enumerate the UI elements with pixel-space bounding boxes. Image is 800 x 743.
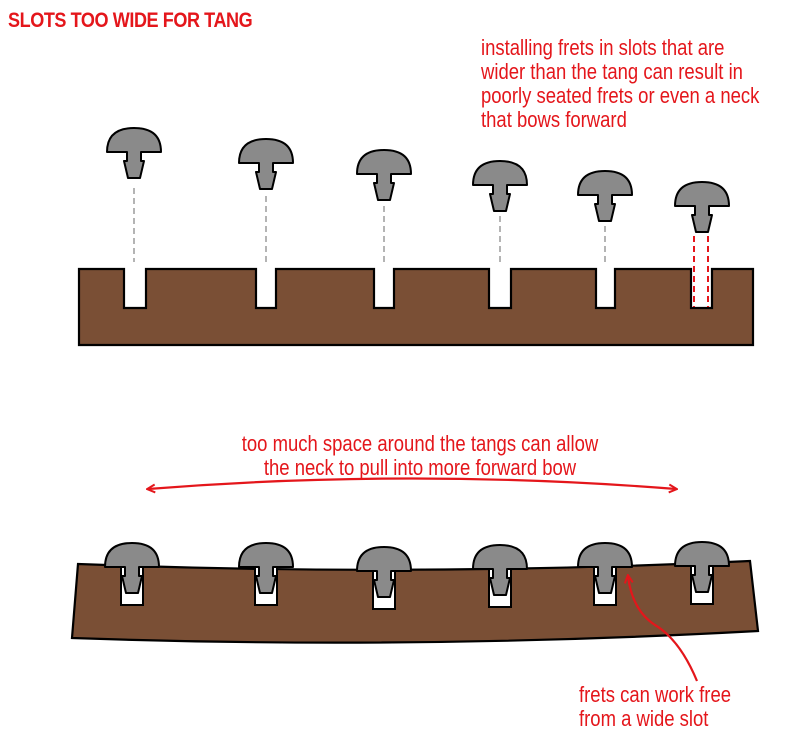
fret-wire [238, 138, 294, 190]
guide-lines [133, 188, 606, 262]
bottom-annotation: frets can work free from a wide slot [579, 683, 797, 731]
top-annotation-line: wider than the tang can result in [481, 59, 743, 84]
top-annotation-line: poorly seated frets or even a neck [481, 83, 760, 108]
fret-wire [674, 181, 730, 233]
fingerboard-bottom [70, 559, 760, 644]
fret-wire [577, 542, 633, 594]
middle-annotation: too much space around the tangs can allo… [210, 432, 630, 480]
top-annotation-line: installing frets in slots that are [481, 35, 725, 60]
fret-wire [104, 542, 160, 594]
fret-wire [674, 541, 730, 593]
bow-arrow [148, 477, 676, 490]
fret-wire [472, 544, 528, 596]
fret-wire [577, 170, 633, 222]
fret-wire [106, 127, 162, 179]
fret-wire [356, 149, 412, 201]
top-annotation: installing frets in slots that are wider… [481, 36, 783, 132]
top-annotation-line: that bows forward [481, 107, 627, 132]
bottom-frets [104, 541, 730, 610]
fingerboard-top [77, 267, 755, 347]
bottom-annotation-line: frets can work free [579, 682, 732, 707]
red-guide-lines [693, 236, 709, 307]
top-frets [106, 127, 730, 233]
middle-annotation-line: the neck to pull into more forward bow [263, 455, 577, 480]
bottom-annotation-line: from a wide slot [579, 706, 709, 731]
fret-wire [356, 546, 412, 598]
pointer-arrow [628, 576, 699, 682]
fret-wire [238, 542, 294, 594]
middle-annotation-line: too much space around the tangs can allo… [241, 431, 599, 456]
diagram-title: SLOTS TOO WIDE FOR TANG [8, 9, 253, 32]
fret-wire [472, 160, 528, 212]
